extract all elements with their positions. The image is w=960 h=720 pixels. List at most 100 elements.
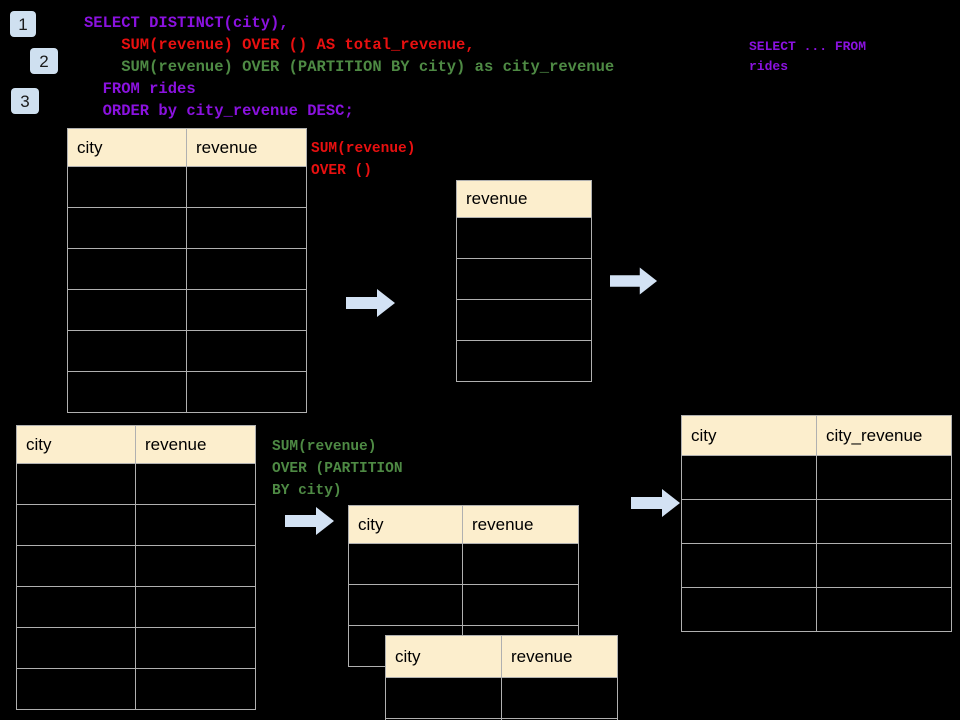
cell-city [67,207,187,249]
annotation-over-empty: SUM(revenue) OVER () [311,141,416,179]
column-header-revenue: revenue [501,635,618,678]
cell-city [67,289,187,331]
cell-revenue [186,207,307,249]
cell-city [16,627,136,669]
step-badge-2-label: 2 [39,51,49,71]
cell-revenue [462,543,579,585]
cell-revenue [135,627,256,669]
cell-city [681,499,817,544]
table-row [16,545,256,587]
table-row [67,289,307,331]
table-header-row: revenue [456,180,592,218]
table-row [67,330,307,372]
source-table-bottom: city revenue [16,425,256,710]
cell-city-revenue [816,587,952,632]
cell-revenue [135,668,256,710]
table-row [385,677,618,719]
table-row [16,668,256,710]
cell-revenue [186,289,307,331]
cell-revenue [501,677,618,719]
cell-city [67,330,187,372]
cell-revenue [186,371,307,413]
source-table-top: city revenue [67,128,307,413]
table-row [16,463,256,505]
column-header-city: city [16,425,136,464]
side-note-line-1: SELECT ... FROM [749,39,867,54]
cell-revenue [501,718,618,720]
cell-revenue [456,299,592,341]
cell-city [348,543,463,585]
table-header-row: city revenue [348,505,579,544]
cell-revenue [456,217,592,259]
table-row [67,166,307,208]
arrow-source-to-total [346,289,395,317]
table-row [456,340,592,382]
sql-line-order-by: ORDER by city_revenue DESC; [84,102,354,120]
cell-city-revenue [816,499,952,544]
table-row [681,499,952,544]
table-row [348,543,579,585]
cell-city [16,586,136,628]
cell-city [16,463,136,505]
side-note-line-2: rides [749,59,789,74]
step-badge-3: 3 [11,88,39,114]
cell-revenue [135,463,256,505]
table-row [16,627,256,669]
cell-city [385,677,502,719]
cell-city [681,455,817,500]
cell-revenue [186,166,307,208]
cell-city [348,584,463,626]
table-header-row: city city_revenue [681,415,952,456]
table-header-row: city revenue [385,635,618,678]
column-header-revenue: revenue [462,505,579,544]
cell-revenue [135,504,256,546]
cell-revenue [186,330,307,372]
column-header-revenue: revenue [135,425,256,464]
partition-table-front: city revenue [385,635,618,720]
cell-revenue [135,586,256,628]
step-badge-1-label: 1 [18,14,28,34]
column-header-city-revenue: city_revenue [816,415,952,456]
table-row [681,543,952,588]
cell-city [16,545,136,587]
sql-line-sum-over-partition: SUM(revenue) OVER (PARTITION BY city) as… [84,58,615,76]
table-row [681,455,952,500]
arrow-partition-to-result [631,489,680,517]
column-header-revenue: revenue [456,180,592,218]
cell-city [16,668,136,710]
table-row [16,586,256,628]
table-row [456,299,592,341]
cell-revenue [186,248,307,290]
arrow-source-to-partition [285,507,334,535]
column-header-city: city [348,505,463,544]
sql-line-select: SELECT DISTINCT(city), [84,14,289,32]
cell-city [67,248,187,290]
step-badge-2: 2 [30,48,58,74]
table-row [67,371,307,413]
column-header-city: city [385,635,502,678]
step-badge-3-label: 3 [20,91,30,111]
result-table: city city_revenue [681,415,952,632]
cell-city-revenue [816,543,952,588]
column-header-revenue: revenue [186,128,307,167]
cell-revenue [456,340,592,382]
table-row [385,718,618,720]
arrow-total-to-right [610,267,658,295]
cell-city-revenue [816,455,952,500]
cell-city [681,587,817,632]
table-row [456,258,592,300]
cell-city [16,504,136,546]
table-row [681,587,952,632]
cell-revenue [462,584,579,626]
table-row [456,217,592,259]
sql-line-sum-over-empty: SUM(revenue) OVER () AS total_revenue, [84,36,475,54]
table-header-row: city revenue [16,425,256,464]
table-row [67,248,307,290]
step-badge-1: 1 [10,11,36,37]
cell-revenue [456,258,592,300]
table-header-row: city revenue [67,128,307,167]
cell-city [681,543,817,588]
annotation-over-partition: SUM(revenue) OVER (PARTITION BY city) [272,439,403,499]
total-revenue-table: revenue [456,180,592,382]
